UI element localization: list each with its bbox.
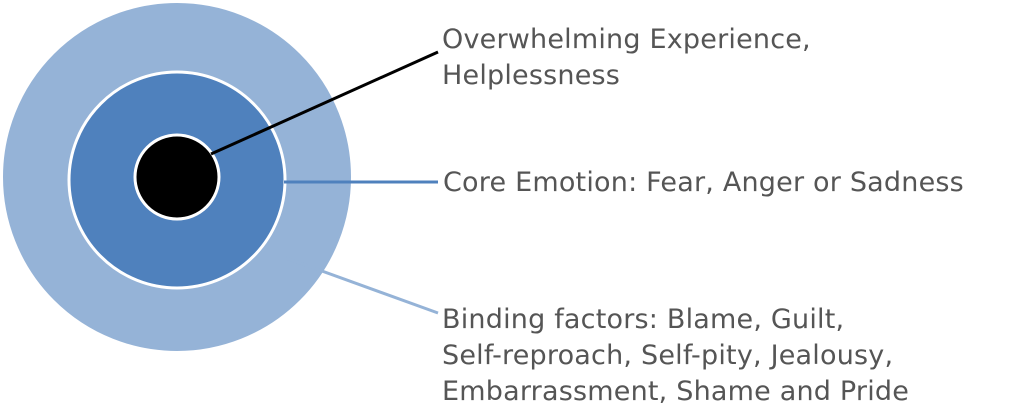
- label-line: Embarrassment, Shame and Pride: [442, 376, 910, 407]
- inner-circle-overwhelming-experience: [133, 133, 221, 221]
- label-line: Helplessness: [442, 60, 621, 91]
- label-line: Overwhelming Experience,: [442, 24, 811, 55]
- label-line: Self-reproach, Self-pity, Jealousy,: [442, 340, 894, 371]
- label-overwhelming-experience: Overwhelming Experience, Helplessness: [442, 22, 811, 94]
- label-binding-factors: Binding factors: Blame, Guilt, Self-repr…: [442, 302, 909, 410]
- label-line: Core Emotion: Fear, Anger or Sadness: [443, 167, 964, 198]
- label-core-emotion: Core Emotion: Fear, Anger or Sadness: [443, 165, 964, 201]
- label-line: Binding factors: Blame, Guilt,: [442, 304, 845, 335]
- connector-outer: [285, 256, 439, 315]
- connector-inner: [210, 50, 439, 156]
